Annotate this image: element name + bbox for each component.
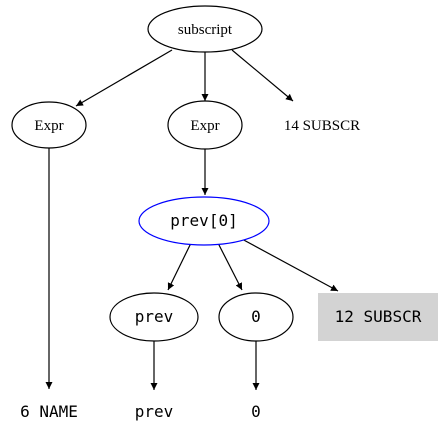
node-zero-leaf-label: 0	[251, 402, 261, 421]
node-zero-leaf: 0	[251, 402, 261, 421]
node-12-subscr: 12 SUBSCR	[318, 293, 438, 341]
node-expr-mid: Expr	[167, 100, 243, 150]
node-expr-left-label: Expr	[34, 118, 63, 134]
node-zero-label: 0	[251, 307, 261, 326]
node-prev-leaf: prev	[135, 402, 174, 421]
edge-prev-subscript-to-12-subscr	[239, 237, 339, 292]
node-prev: prev	[109, 292, 199, 342]
edge-prev-subscript-to-prev	[167, 242, 192, 291]
node-subscript-label: subscript	[178, 22, 233, 38]
node-prev-leaf-label: prev	[135, 402, 174, 421]
node-12-subscr-label: 12 SUBSCR	[335, 307, 422, 326]
edge-subscript-to-14-subscr	[231, 49, 294, 102]
node-zero: 0	[218, 292, 294, 342]
node-prev-subscript-label: prev[0]	[170, 211, 237, 230]
edge-subscript-to-expr-left	[75, 49, 173, 107]
node-subscript: subscript	[147, 5, 263, 53]
node-expr-mid-label: Expr	[190, 118, 219, 134]
node-14-subscr-label: 14 SUBSCR	[284, 118, 360, 134]
node-14-subscr: 14 SUBSCR	[284, 118, 360, 134]
edge-prev-subscript-to-zero	[217, 242, 243, 291]
node-expr-left: Expr	[11, 101, 87, 149]
node-prev-label: prev	[135, 307, 174, 326]
node-prev-subscript: prev[0]	[138, 196, 270, 246]
node-6-name: 6 NAME	[20, 402, 78, 421]
node-6-name-label: 6 NAME	[20, 402, 78, 421]
